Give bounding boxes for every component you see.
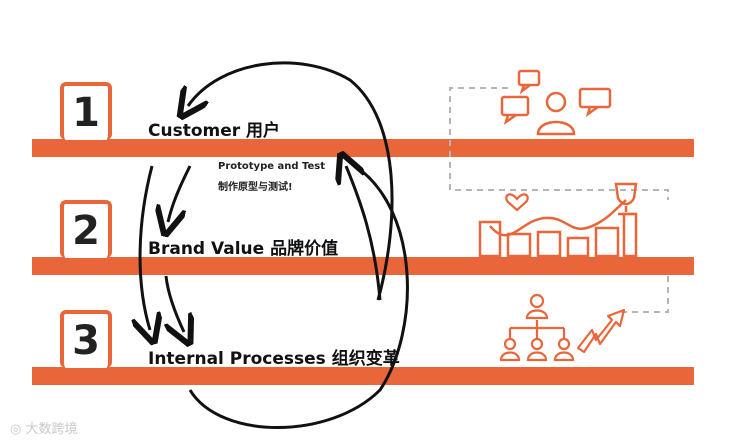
number-box-3: 3 bbox=[60, 310, 112, 368]
watermark: ◎ 大数跨境 bbox=[10, 418, 78, 437]
number-2: 2 bbox=[72, 208, 100, 254]
watermark-text: 大数跨境 bbox=[25, 422, 78, 437]
step-2-label: Brand Value 品牌价值 bbox=[148, 239, 339, 259]
up-arrow bbox=[346, 166, 382, 301]
bar-step-3 bbox=[32, 367, 694, 385]
step-1-label: Customer 用户 bbox=[148, 121, 281, 141]
org-chart-icon bbox=[499, 293, 575, 362]
down-arrow-1 bbox=[168, 165, 192, 222]
zigzag-arrow-icon bbox=[576, 308, 626, 354]
step-3-label: Internal Processes 组织变革 bbox=[148, 349, 400, 369]
heart-icon bbox=[505, 193, 529, 212]
number-3: 3 bbox=[72, 318, 100, 364]
growth-chart-trophy-icon bbox=[478, 182, 638, 258]
loop-arrow-top bbox=[188, 61, 394, 301]
annotation-line-1: Prototype and Test bbox=[218, 161, 326, 172]
annotation-line-2: 制作原型与测试! bbox=[218, 182, 293, 193]
watermark-logo-icon: ◎ bbox=[10, 422, 26, 437]
number-box-1: 1 bbox=[60, 82, 112, 140]
down-arrow-2 bbox=[140, 165, 152, 330]
down-arrow-3 bbox=[166, 275, 184, 332]
loop-arrow bbox=[188, 164, 409, 429]
chat-bubbles-user-icon bbox=[500, 69, 612, 136]
dashed-connectors bbox=[449, 87, 669, 313]
number-box-2: 2 bbox=[60, 200, 112, 258]
bar-step-2 bbox=[32, 257, 694, 275]
number-1: 1 bbox=[72, 90, 100, 136]
